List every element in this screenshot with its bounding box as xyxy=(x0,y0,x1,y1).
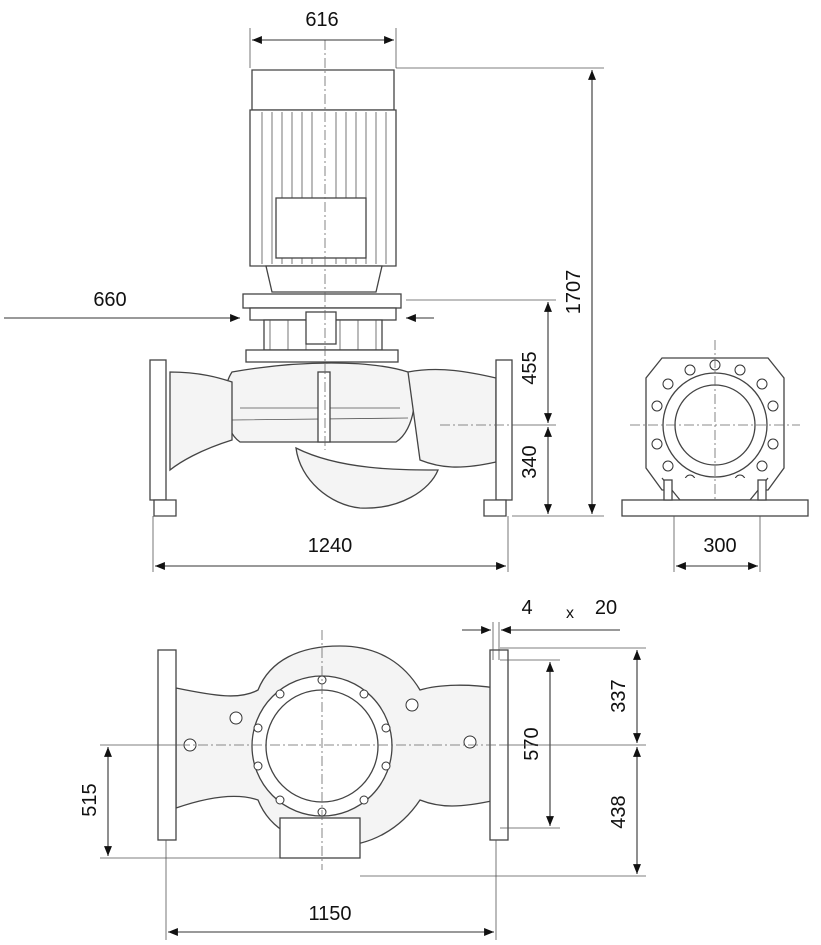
dim-label-1150: 1150 xyxy=(308,903,351,925)
dimension-337: 337 xyxy=(500,647,646,746)
dim-label-438: 438 xyxy=(608,795,630,828)
dim-label-616: 616 xyxy=(305,9,338,31)
dim-label-660: 660 xyxy=(93,289,126,311)
side-view xyxy=(621,340,809,517)
dim-label-515: 515 xyxy=(79,783,101,816)
motor xyxy=(242,69,402,321)
dim-label-1240: 1240 xyxy=(308,535,353,557)
dimension-660: 660 xyxy=(4,289,556,322)
cover-bolts xyxy=(253,675,391,817)
dimension-300: 300 xyxy=(673,516,761,572)
dimension-1707: 1707 xyxy=(396,67,604,517)
dim-label-337: 337 xyxy=(608,679,630,712)
dim-label-570: 570 xyxy=(521,727,543,760)
dimension-bolt-holes: 4 x 20 xyxy=(462,597,620,660)
dim-label-300: 300 xyxy=(703,535,736,557)
coupling-lantern xyxy=(245,311,399,363)
pump-housing xyxy=(149,359,513,517)
front-view xyxy=(149,40,513,517)
dimension-515: 515 xyxy=(79,744,280,859)
dim-label-bolt-dia: 20 xyxy=(595,597,617,619)
dim-label-340: 340 xyxy=(519,445,541,478)
dimension-340: 340 xyxy=(519,427,552,514)
dim-label-bolt-times: x xyxy=(566,605,574,622)
dim-label-bolt-count: 4 xyxy=(521,597,532,619)
dimension-438: 438 xyxy=(360,747,646,877)
dimension-570: 570 xyxy=(500,659,560,829)
dim-label-1707: 1707 xyxy=(563,270,585,315)
dim-label-455: 455 xyxy=(519,351,541,384)
dimension-616: 616 xyxy=(249,9,397,68)
dimension-1240: 1240 xyxy=(152,516,509,572)
dimension-455: 455 xyxy=(512,302,556,426)
dimension-1150: 1150 xyxy=(165,840,497,940)
top-view xyxy=(157,630,509,870)
